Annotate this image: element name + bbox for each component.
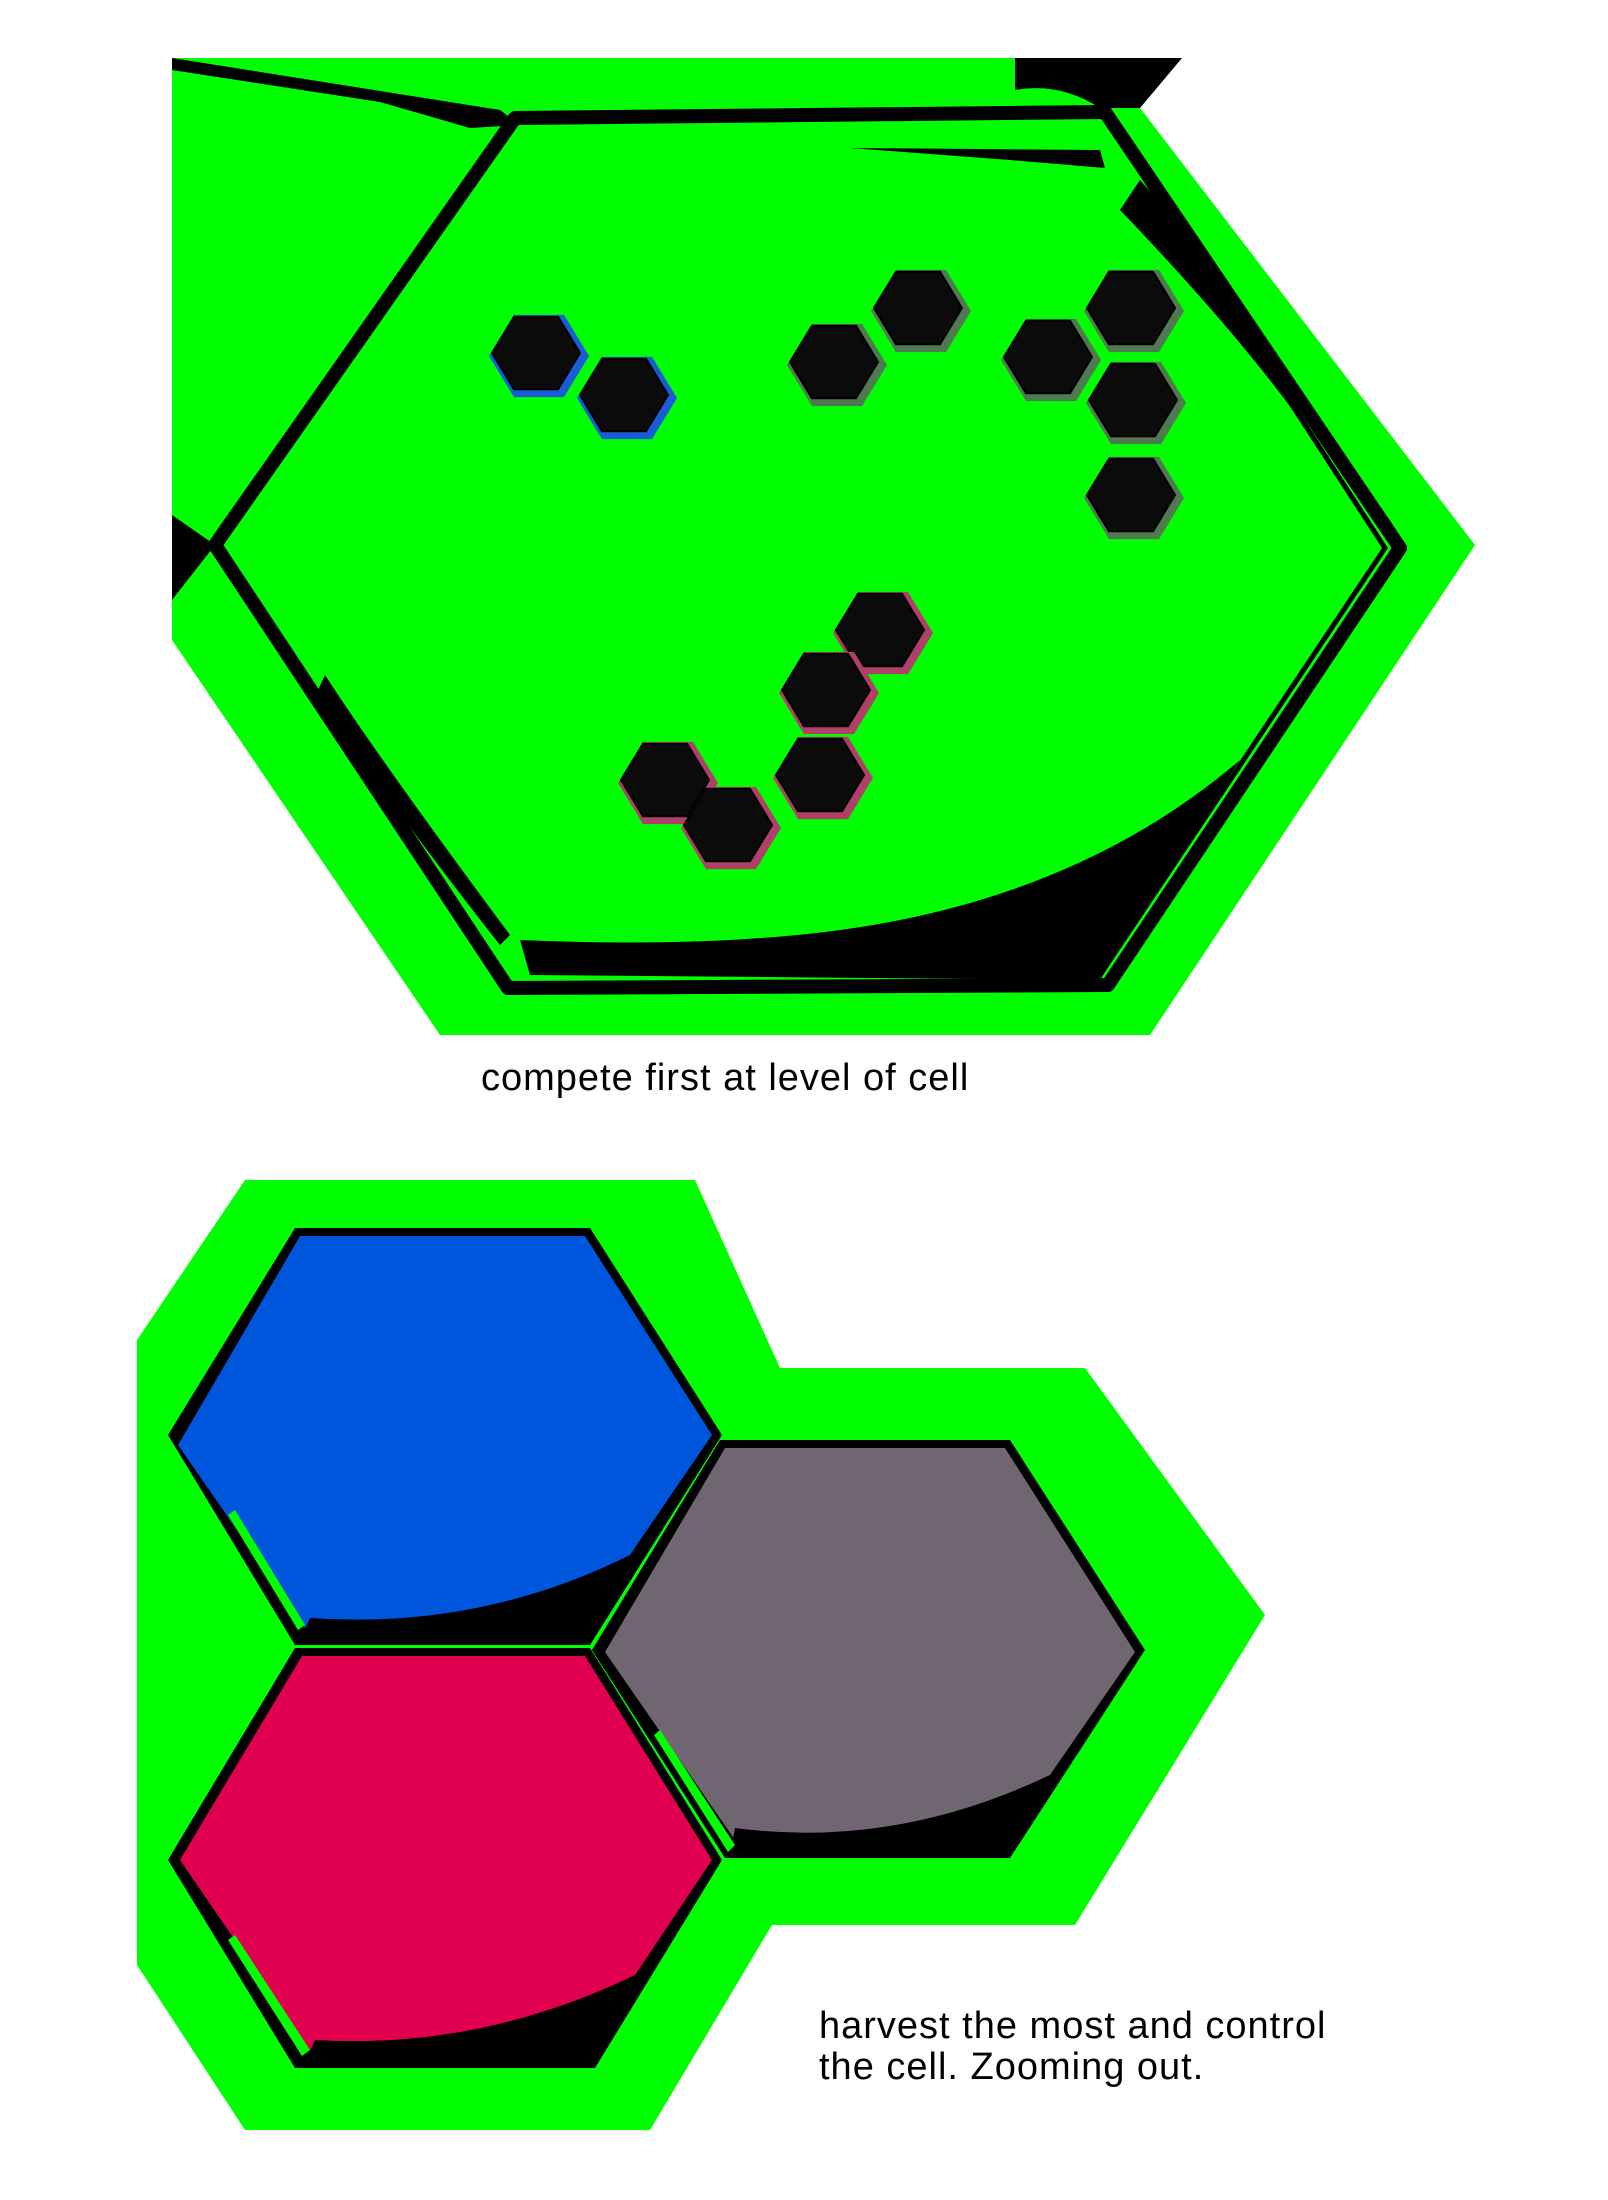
membrane-sliver-right: [1120, 180, 1300, 420]
gray-pod[interactable]: [1085, 270, 1177, 346]
cell-red-body[interactable]: [180, 1656, 712, 2050]
membrane-shadow-top-right: [1015, 58, 1182, 108]
cell-gray-shadow: [730, 1770, 1060, 1855]
membrane-shadow-bottom: [520, 760, 1240, 980]
gray-pod[interactable]: [1085, 457, 1177, 533]
bottom-panel-cluster: [137, 1180, 1265, 2130]
cell-gray-rim: [654, 1730, 735, 1852]
gray-pod[interactable]: [872, 270, 964, 346]
membrane-stripe-lower-left: [318, 675, 510, 945]
red-pod[interactable]: [774, 737, 866, 813]
gray-pod[interactable]: [1087, 362, 1179, 438]
blue-pod[interactable]: [490, 315, 582, 391]
cell-blue-body[interactable]: [178, 1236, 712, 1628]
membrane-shadow-top-inner: [850, 148, 1105, 168]
team-pods: [489, 269, 1186, 870]
red-pod[interactable]: [619, 742, 711, 818]
cell-outer-field: [172, 58, 1475, 1035]
gray-pod[interactable]: [1002, 319, 1094, 395]
cell-red-rim: [228, 1935, 310, 2056]
cell-blue-rim: [228, 1510, 305, 1630]
cell-red-team: [168, 1648, 722, 2068]
red-pod[interactable]: [834, 592, 926, 668]
cell-blue-team: [168, 1228, 722, 1645]
cell-gray-team: [592, 1440, 1145, 1858]
red-pod[interactable]: [682, 787, 774, 863]
red-pod[interactable]: [780, 652, 872, 728]
cell-red-shadow: [305, 1975, 635, 2062]
cell-gray-body[interactable]: [605, 1448, 1135, 1840]
bottom-panel-caption: harvest the most and control the cell. Z…: [819, 2005, 1327, 2088]
top-panel-cell: [172, 58, 1475, 1035]
membrane-shadow-left: [172, 515, 215, 600]
top-panel-caption: compete first at level of cell: [481, 1057, 970, 1099]
gray-pod[interactable]: [788, 324, 880, 400]
cell-blue-shadow: [300, 1555, 630, 1640]
blue-pod[interactable]: [578, 357, 670, 433]
membrane-shadow-top-left: [172, 58, 520, 128]
